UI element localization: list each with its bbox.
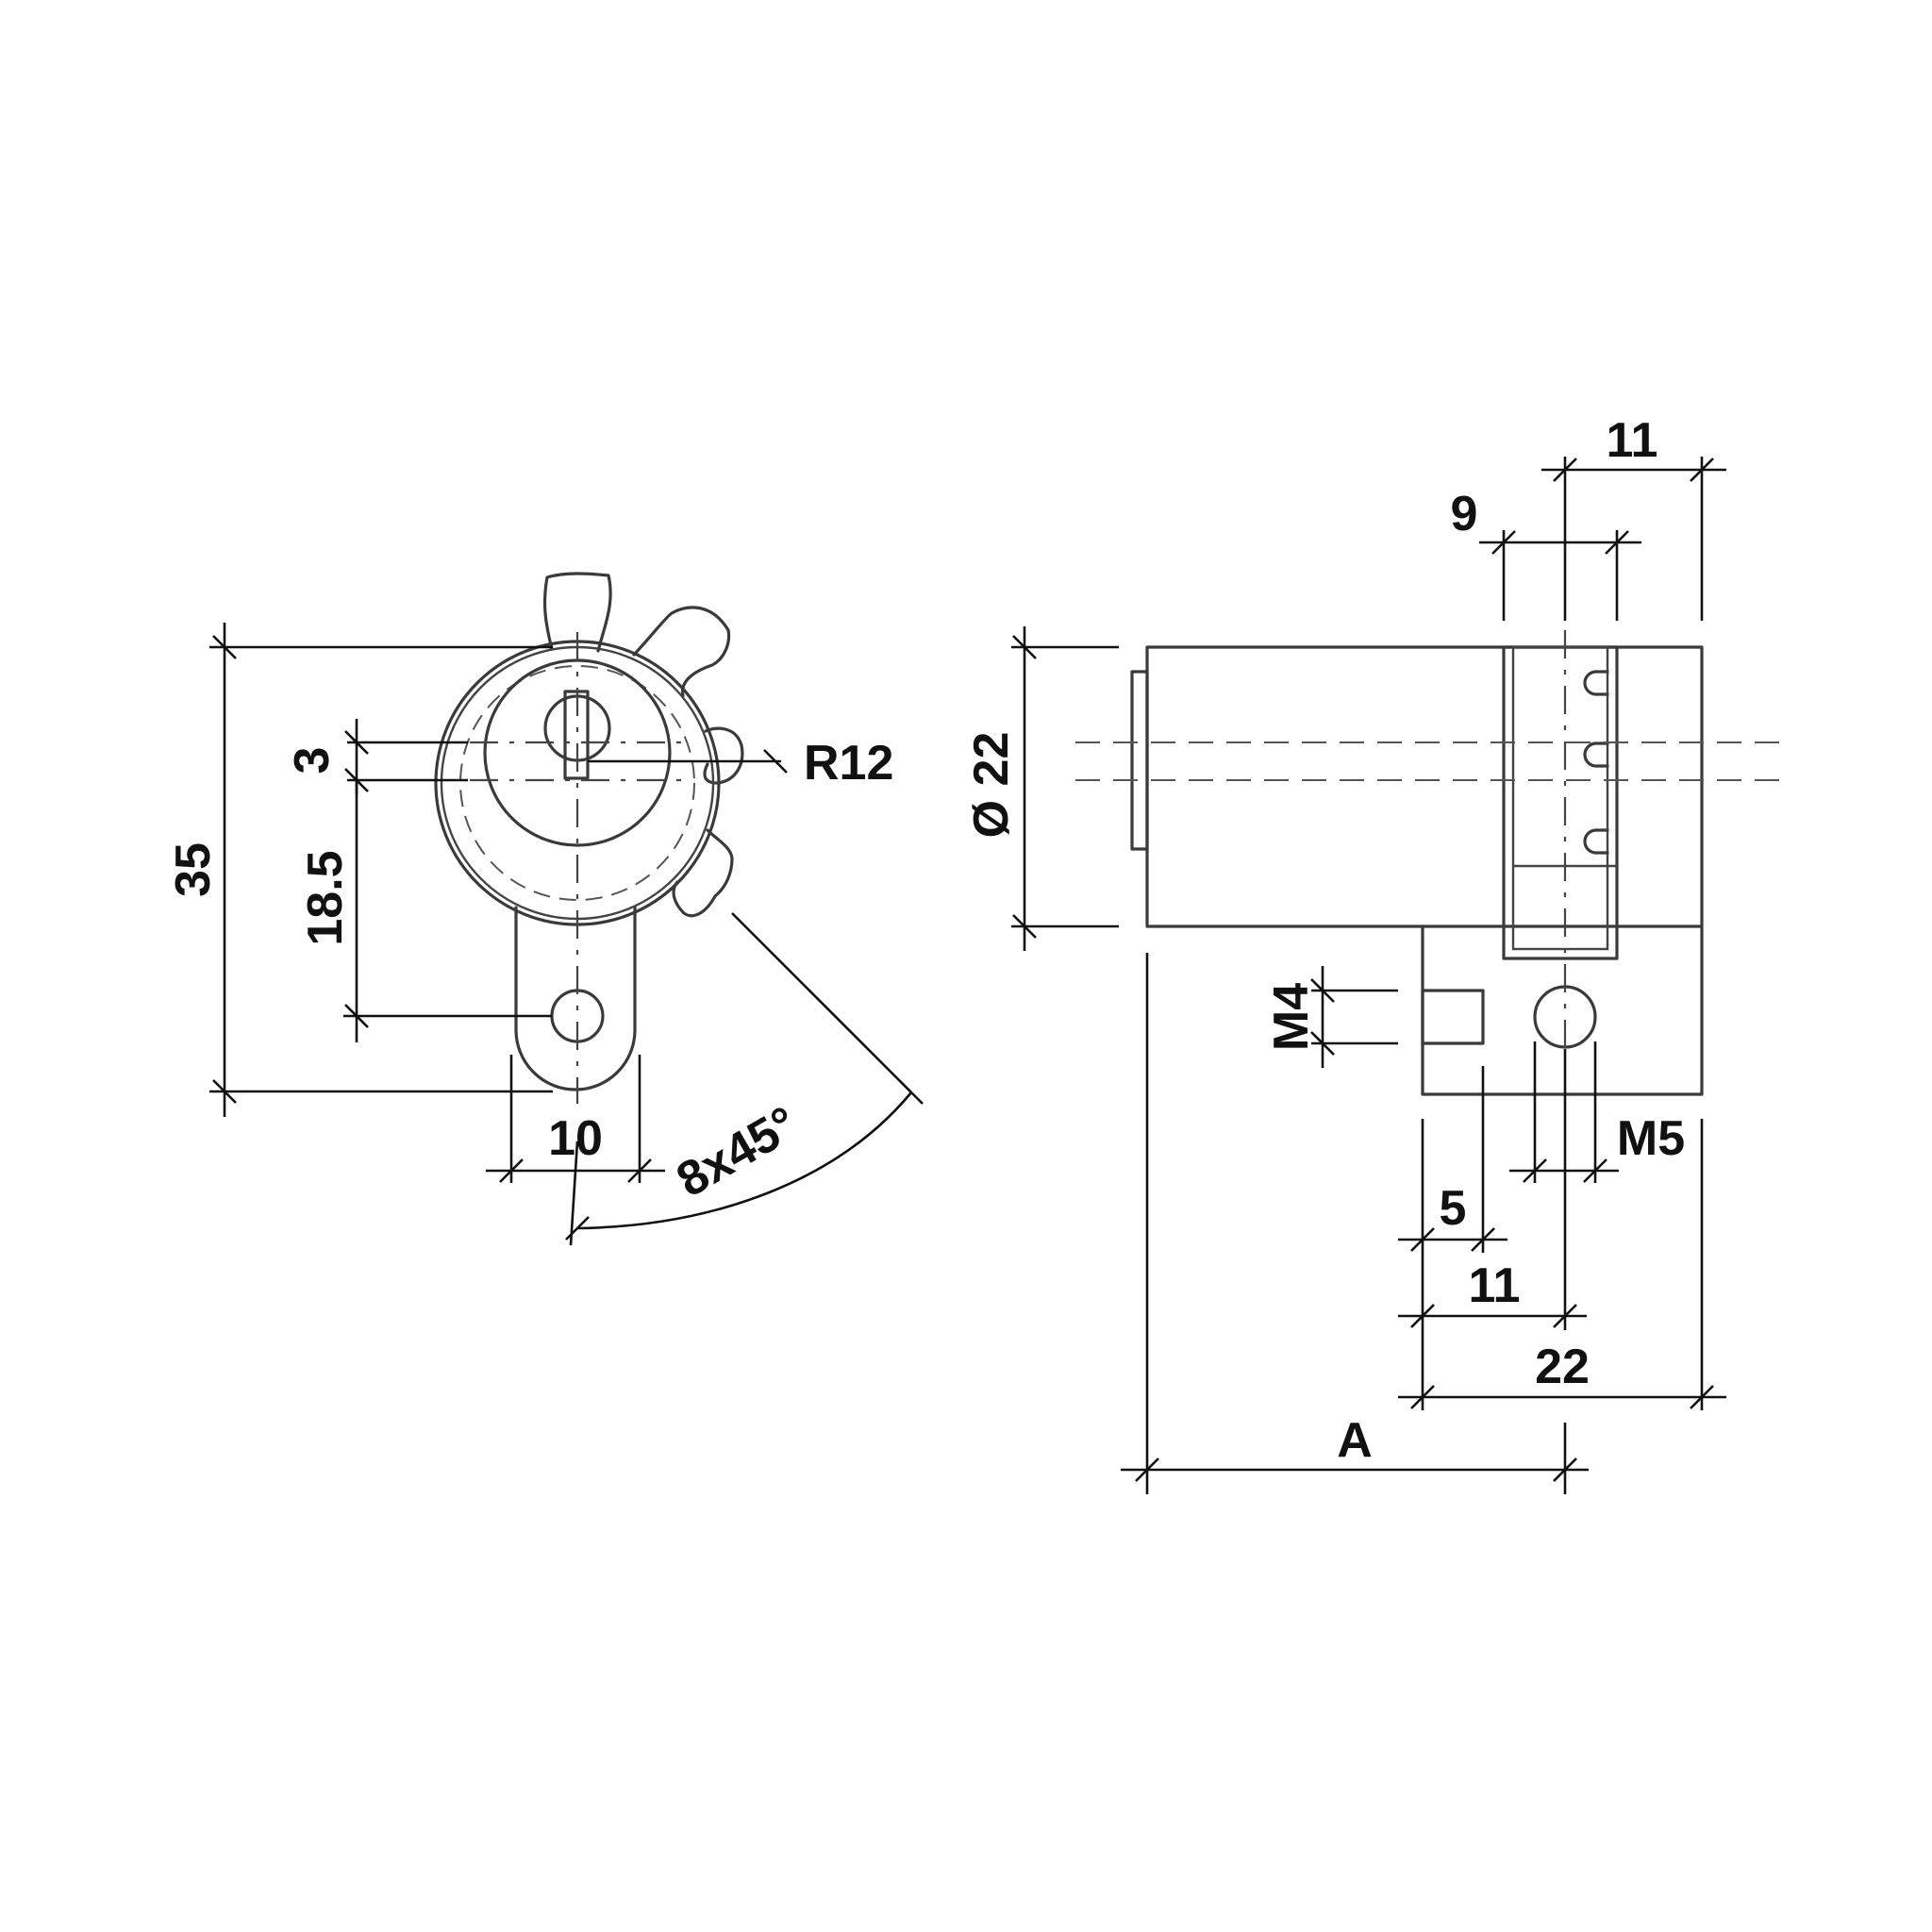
dimension-8x45: 8x45° (565, 912, 924, 1246)
dimension-3-label: 3 (285, 747, 340, 774)
pin-slot-3 (1583, 828, 1609, 855)
dimension-top-11: 11 (1541, 413, 1726, 621)
wing-upper-right (632, 606, 731, 698)
dimension-m4: M4 (1264, 966, 1398, 1068)
dimension-top-11-label: 11 (1607, 413, 1658, 468)
dimension-m5: M5 (1509, 1041, 1685, 1183)
dimension-5-label: 5 (1440, 1181, 1467, 1236)
m4-thread-bore (1421, 989, 1485, 1045)
body-hidden-circle (459, 665, 695, 901)
dimension-m5-label: M5 (1617, 1111, 1685, 1166)
dimension-bottom-11-label: 11 (1469, 1258, 1521, 1313)
front-view: 35 3 18.5 R12 (166, 572, 924, 1246)
dimension-a-label: A (1337, 1413, 1373, 1468)
dimension-top-9: 9 (1451, 487, 1641, 621)
pin-slot-1 (1583, 670, 1609, 696)
dimension-diameter-22: Ø 22 (964, 626, 1119, 951)
cylinder-body (1145, 645, 1704, 928)
cam-tab (514, 906, 637, 1091)
wing-lower-right (672, 828, 734, 918)
dimension-a: A (1121, 953, 1589, 1494)
dimension-r12-label: R12 (804, 736, 893, 791)
dimension-18-5: 18.5 (298, 780, 552, 1042)
pin-slot-2 (1583, 741, 1609, 768)
dimension-35-label: 35 (166, 842, 221, 897)
dimension-5: 5 (1398, 1066, 1507, 1410)
dimension-r12: R12 (588, 736, 893, 791)
side-view: 11 9 Ø 22 M4 (964, 413, 1781, 1494)
dimension-18-5-label: 18.5 (298, 850, 353, 945)
dimension-22-label: 22 (1535, 1340, 1590, 1394)
dimension-m4-label: M4 (1264, 983, 1319, 1051)
front-face-step (1130, 670, 1149, 851)
wing-top (542, 572, 612, 653)
stator-body (1421, 924, 1704, 1096)
dimension-22: 22 (1398, 1119, 1726, 1410)
cam-groove-inner (1511, 645, 1609, 951)
dimension-diameter-22-label: Ø 22 (964, 732, 1019, 839)
dimension-8x45-label: 8x45° (668, 1096, 807, 1208)
dimension-35: 35 (166, 623, 553, 1117)
dimension-bottom-11: 11 (1398, 1049, 1587, 1330)
dimension-top-9-label: 9 (1451, 487, 1478, 541)
wing-right (703, 726, 744, 785)
dimension-3: 3 (285, 719, 468, 794)
